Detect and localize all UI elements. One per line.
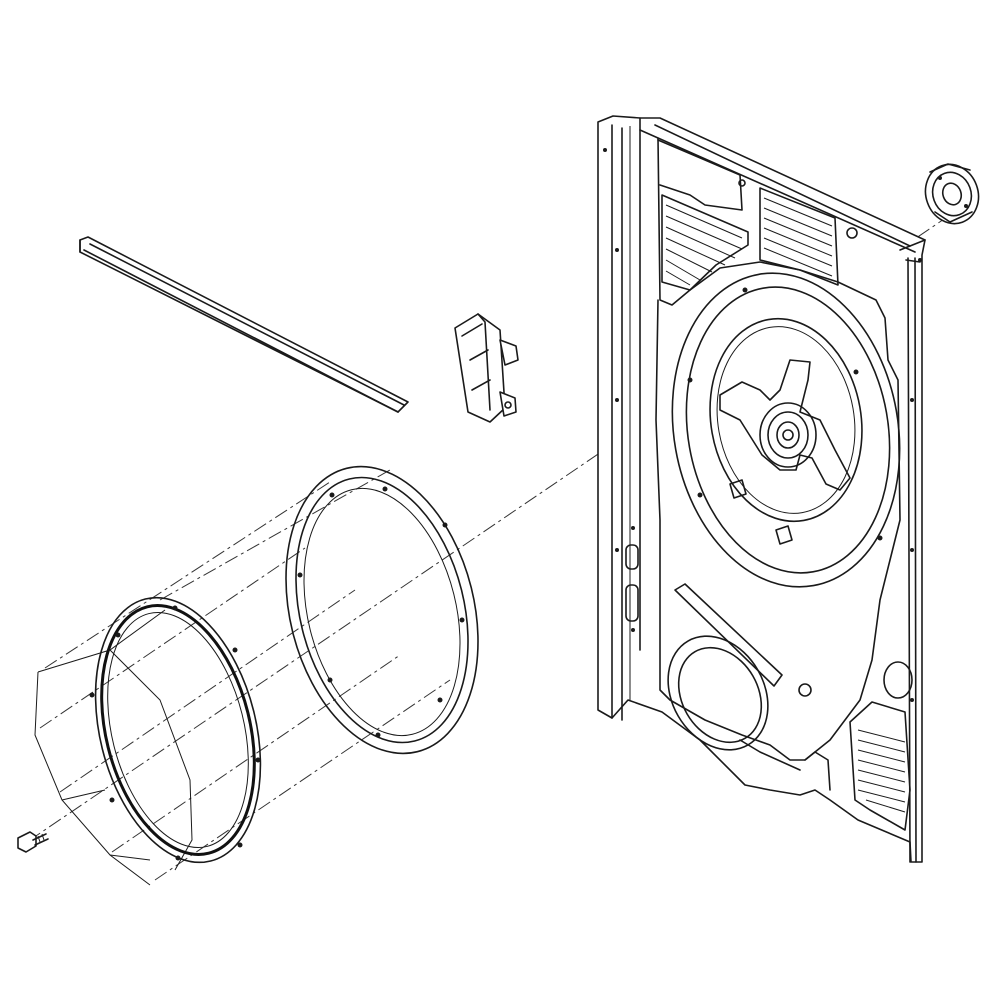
rear-drum-seal [285, 465, 479, 755]
bracket-clip [454, 313, 519, 423]
screw [17, 831, 49, 853]
drum-bearing [924, 163, 980, 225]
rear-panel [597, 115, 926, 863]
top-trim-strip [79, 236, 409, 413]
alignment-lines [29, 214, 951, 881]
front-drum-seal [89, 596, 262, 864]
